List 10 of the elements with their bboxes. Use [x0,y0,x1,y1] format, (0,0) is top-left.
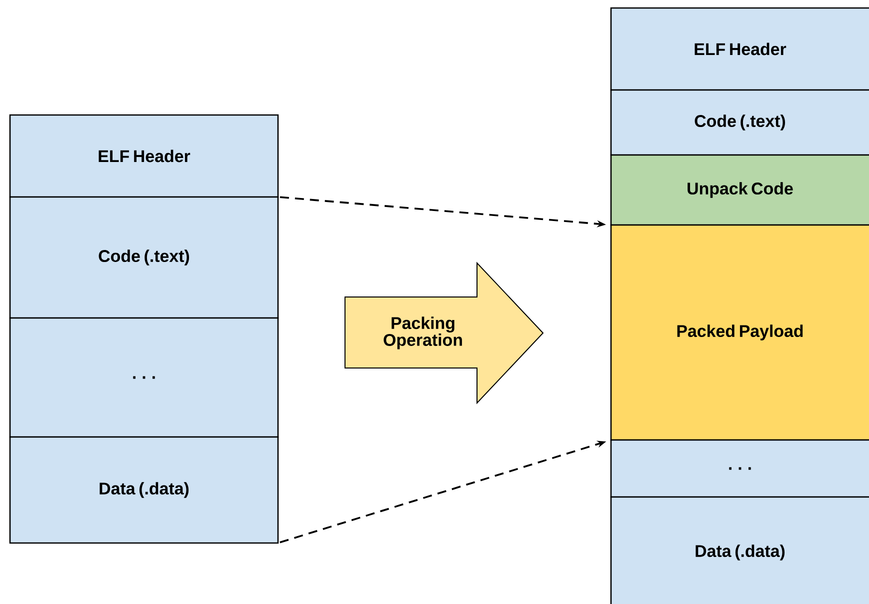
memory-section-box: . . . [610,439,869,498]
memory-section-box: ELF Header [9,114,279,198]
memory-section-box: Data (.data) [9,436,279,544]
memory-section-box: Code (.text) [9,196,279,319]
memory-section-box: Code (.text) [610,89,869,156]
memory-section-box: ELF Header [610,7,869,91]
memory-section-box: . . . [9,317,279,438]
memory-section-box: Data (.data) [610,496,869,604]
memory-section-box: Packed Payload [610,224,869,441]
memory-section-box: Unpack Code [610,154,869,226]
